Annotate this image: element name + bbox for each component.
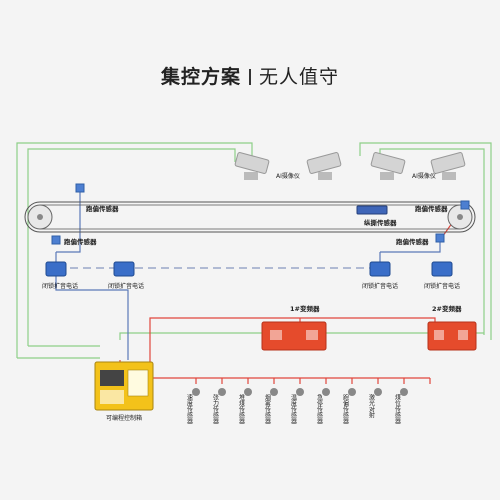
sensor-item: 煤位传感器	[394, 388, 408, 425]
sensor-row: 速度传感器 张力传感器 堆煤传感器 烟雾传感器 温度传感器 急停传感器 跑偏传感…	[186, 388, 408, 425]
phone-label: 闭锁扩音电话	[108, 282, 144, 290]
deviation-sensor-label: 跑偏传感器	[396, 237, 429, 246]
title-main: 集控方案	[160, 66, 241, 88]
plc-controller: 可编程控制箱	[94, 361, 154, 422]
phone-1: 闭锁扩音电话	[42, 261, 78, 290]
tear-sensor: 纵撕传感器	[356, 205, 397, 227]
inverter-2-label: 2#变频器	[432, 304, 462, 313]
controller-label: 可编程控制箱	[106, 414, 142, 422]
green-wiring	[16, 142, 492, 359]
sensor-icon	[75, 183, 85, 193]
phone-label: 闭锁扩音电话	[424, 282, 460, 290]
deviation-sensor-label: 跑偏传感器	[86, 204, 119, 213]
red-wiring	[119, 204, 466, 390]
sensor-item: 激光对射	[368, 388, 382, 419]
deviation-sensor-bottom-left: 跑偏传感器	[51, 235, 97, 246]
conveyor-belt	[24, 201, 476, 233]
page-title: 集控方案无人值守	[0, 62, 500, 89]
deviation-sensor-label: 跑偏传感器	[415, 204, 448, 213]
sensor-item: 堆煤传感器	[238, 388, 252, 425]
phone-icon	[113, 261, 135, 277]
sensor-item: 张力传感器	[212, 388, 226, 425]
phone-label: 闭锁扩音电话	[362, 282, 398, 290]
phone-icon	[431, 261, 453, 277]
title-sub: 无人值守	[259, 66, 340, 88]
sensor-label: 急停传感器	[316, 393, 323, 425]
inverter-icon	[261, 321, 327, 351]
sensor-icon	[460, 200, 470, 210]
camera-icon	[306, 152, 342, 180]
deviation-sensor-top-left: 跑偏传感器	[75, 183, 119, 213]
phone-4: 闭锁扩音电话	[424, 261, 460, 290]
sensor-label: 温度传感器	[290, 393, 297, 425]
camera-icon	[370, 152, 406, 180]
phone-3: 闭锁扩音电话	[362, 261, 398, 290]
inverter-1-label: 1#变频器	[290, 304, 320, 313]
camera-group-right: AI摄像仪	[370, 152, 466, 180]
phone-label: 闭锁扩音电话	[42, 282, 78, 290]
sensor-label: 堆煤传感器	[238, 393, 245, 425]
title-separator	[249, 69, 251, 85]
tear-sensor-label: 纵撕传感器	[364, 218, 397, 227]
camera-icon	[234, 152, 270, 180]
sensor-label: 速度传感器	[186, 394, 193, 425]
sensor-icon	[51, 235, 61, 245]
inverter-1: 1#变频器	[261, 304, 327, 351]
sensor-label: 煤位传感器	[394, 393, 401, 425]
sensor-item: 温度传感器	[290, 388, 304, 425]
sensor-label: 烟雾传感器	[264, 393, 271, 425]
sensor-item: 速度传感器	[186, 388, 200, 425]
camera-label-right: AI摄像仪	[412, 172, 436, 180]
sensor-icon	[435, 233, 445, 243]
camera-label-left: AI摄像仪	[276, 172, 300, 180]
deviation-sensor-top-right: 跑偏传感器	[415, 200, 470, 213]
sensor-item: 跑偏传感器	[342, 388, 356, 425]
sensor-item: 急停传感器	[316, 388, 330, 425]
phone-icon	[45, 261, 67, 277]
sensor-label: 张力传感器	[212, 393, 219, 425]
deviation-sensor-label: 跑偏传感器	[64, 237, 97, 246]
sensor-label: 激光对射	[368, 393, 375, 419]
sensor-item: 烟雾传感器	[264, 388, 278, 425]
phone-icon	[369, 261, 391, 277]
inverter-2: 2#变频器	[427, 304, 477, 351]
sensor-label: 跑偏传感器	[342, 393, 349, 425]
inverter-icon	[427, 321, 477, 351]
camera-icon	[430, 152, 466, 180]
camera-group-left: AI摄像仪	[234, 152, 342, 180]
phone-2: 闭锁扩音电话	[108, 261, 144, 290]
deviation-sensor-bottom-right: 跑偏传感器	[396, 233, 445, 246]
tear-sensor-icon	[356, 205, 388, 215]
